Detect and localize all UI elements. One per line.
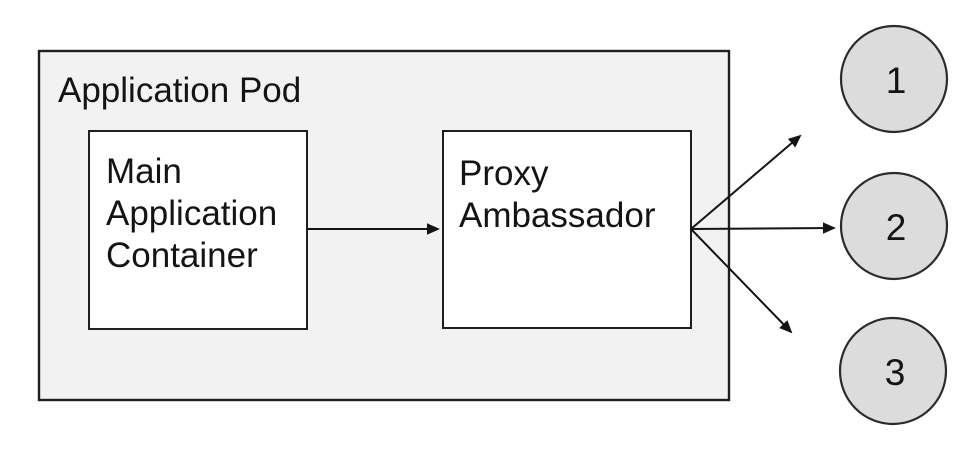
endpoint-2: 2: [839, 171, 949, 281]
endpoint-3-label: 3: [885, 352, 906, 393]
arrow-proxy-to-endpoint-3: [690, 228, 793, 334]
application-pod-label: Application Pod: [58, 71, 301, 110]
endpoint-2-label: 2: [886, 207, 907, 248]
endpoint-3-circle: [838, 316, 948, 426]
main-application-container-label: Main Application Container: [106, 152, 287, 275]
endpoint-2-circle: [839, 171, 949, 281]
endpoint-1-label: 1: [886, 60, 907, 101]
endpoint-1-circle: [839, 24, 949, 134]
arrow-proxy-to-endpoint-1: [690, 134, 802, 230]
proxy-ambassador-box: [442, 130, 692, 329]
proxy-ambassador-label: Proxy Ambassador: [459, 154, 656, 235]
main-application-container-box: [88, 130, 308, 330]
endpoint-3: 3: [838, 316, 948, 426]
endpoint-1: 1: [839, 24, 949, 134]
arrow-proxy-to-endpoint-2: [690, 222, 836, 234]
